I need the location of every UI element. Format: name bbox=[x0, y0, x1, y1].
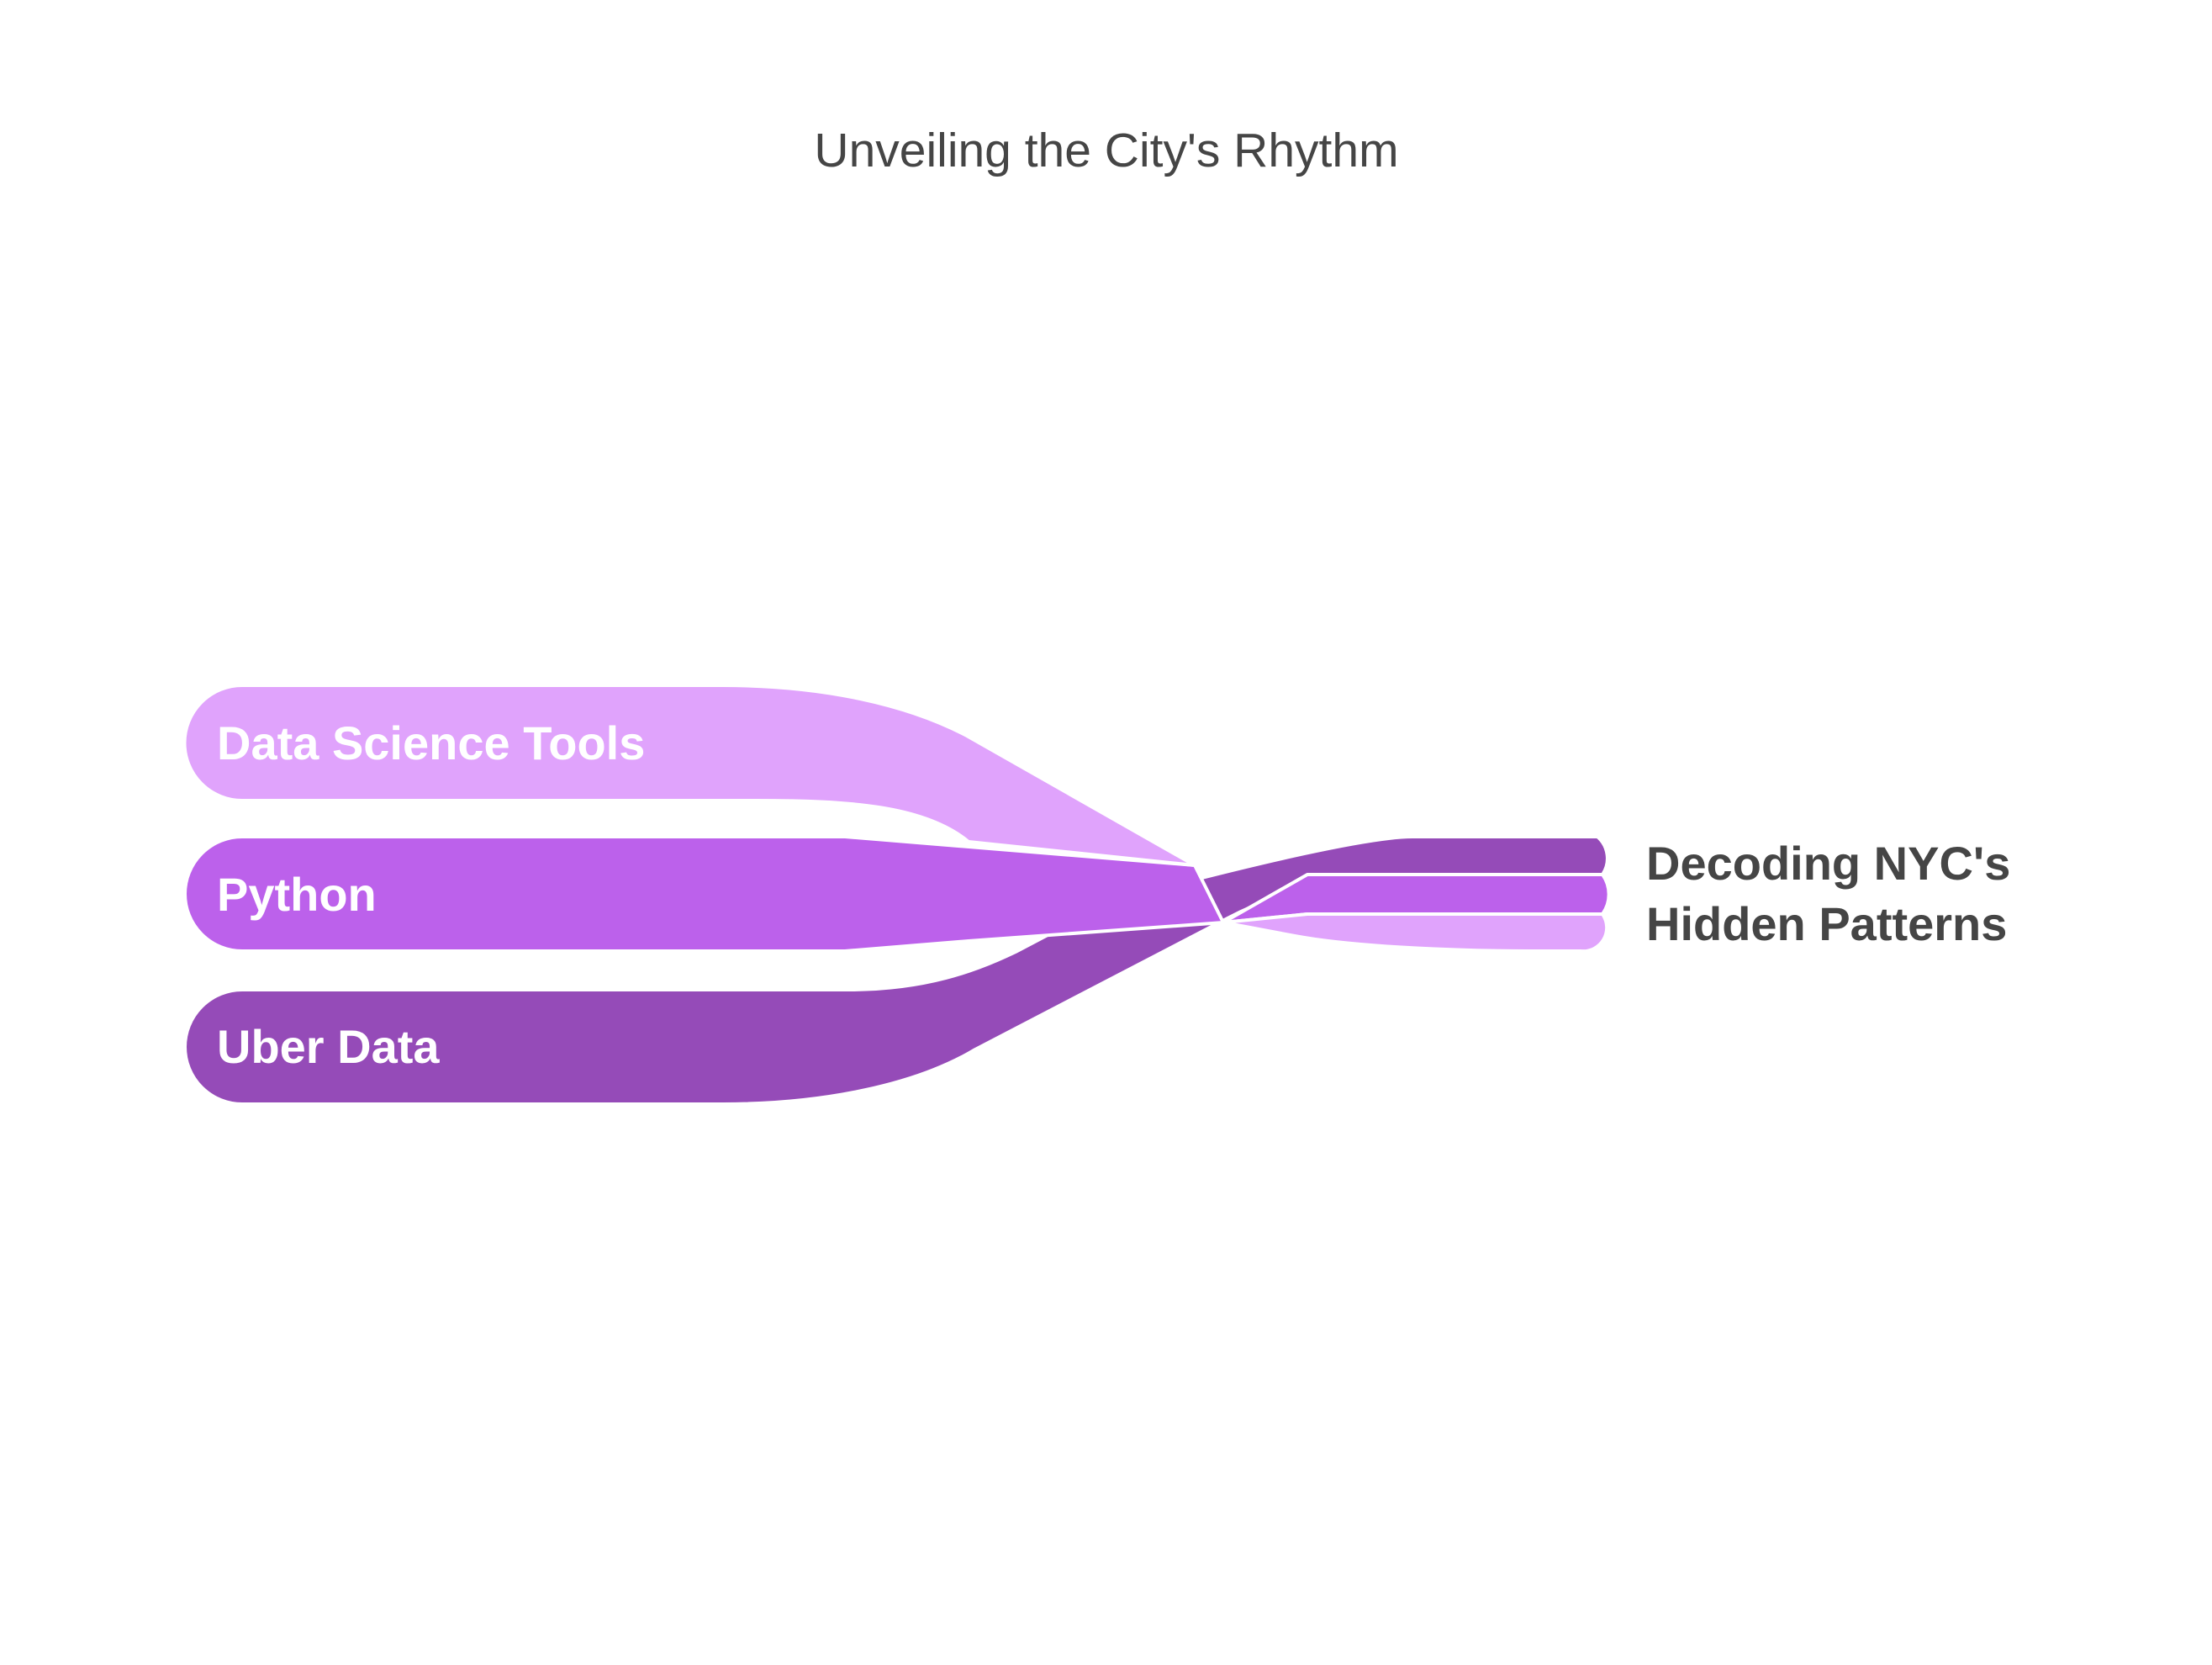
label-uber-data: Uber Data bbox=[217, 1020, 440, 1073]
output-label-line-2: Hidden Patterns bbox=[1646, 897, 2007, 950]
label-python: Python bbox=[217, 868, 377, 921]
diagram-title: Unveiling the City's Rhythm bbox=[814, 124, 1398, 177]
output-label: Decoding NYC's Hidden Patterns bbox=[1646, 837, 2024, 950]
label-data-science-tools: Data Science Tools bbox=[217, 716, 645, 769]
band-python bbox=[183, 835, 1611, 953]
band-data-science-tools bbox=[182, 684, 1609, 954]
output-label-line-1: Decoding NYC's bbox=[1646, 837, 2010, 890]
